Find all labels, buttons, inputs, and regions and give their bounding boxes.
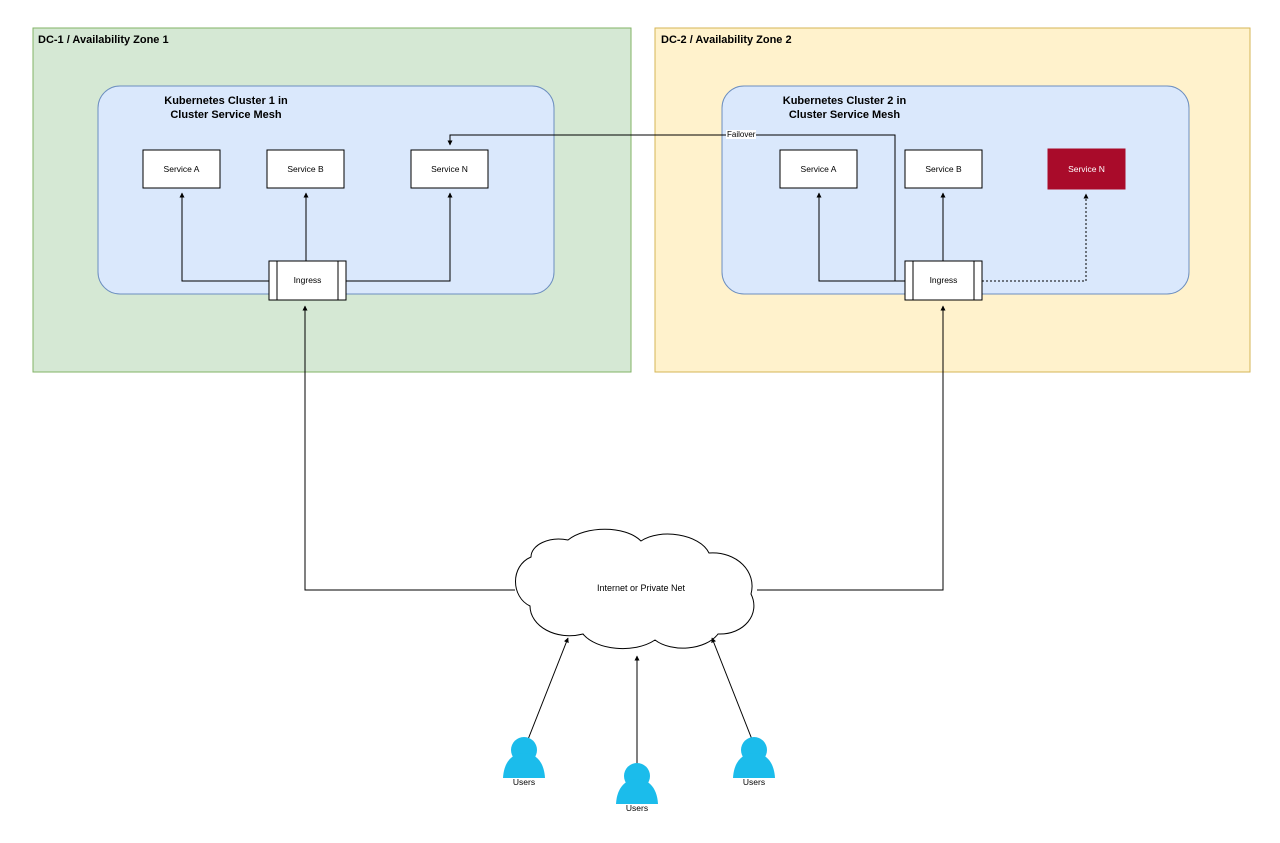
edge-ingress1-svcn1 <box>346 192 453 282</box>
cluster-2-title: Kubernetes Cluster 2 in Cluster Service … <box>727 94 962 122</box>
node-svc-n-2[interactable] <box>1047 148 1126 190</box>
edge-users-right-cloud <box>711 637 754 743</box>
actor-users-left-label: Users <box>512 777 536 787</box>
edge-ingress1-svca1 <box>179 192 269 282</box>
zone-dc1-label: DC-1 / Availability Zone 1 <box>38 34 169 46</box>
node-svc-a-1[interactable] <box>142 149 221 189</box>
edge-failover-label: Failover <box>726 130 757 139</box>
actor-users-right[interactable] <box>733 737 775 778</box>
edge-cloud-ingress1 <box>302 305 515 591</box>
actor-users-right-label: Users <box>742 777 766 787</box>
node-svc-a-2[interactable] <box>779 149 858 189</box>
edge-users-left-cloud <box>526 637 569 743</box>
cluster-2-title-line1: Kubernetes Cluster 2 in <box>782 95 907 107</box>
actor-users-left[interactable] <box>503 737 545 778</box>
node-ingress-1[interactable] <box>268 260 347 301</box>
edge-failover <box>447 134 896 281</box>
network-cloud[interactable] <box>515 528 755 650</box>
node-ingress-2[interactable] <box>904 260 983 301</box>
cluster-1-title: Kubernetes Cluster 1 in Cluster Service … <box>126 94 326 122</box>
node-svc-b-1[interactable] <box>266 149 345 189</box>
cluster-1-title-line2: Cluster Service Mesh <box>170 109 282 121</box>
cluster-1-title-line1: Kubernetes Cluster 1 in <box>164 95 288 107</box>
network-cloud-label: Internet or Private Net <box>596 583 686 593</box>
node-svc-b-2[interactable] <box>904 149 983 189</box>
edge-cloud-ingress2 <box>757 305 946 591</box>
actor-users-center-label: Users <box>625 803 649 813</box>
edge-ingress2-svcn2-dotted <box>982 193 1089 282</box>
actor-users-center[interactable] <box>616 763 658 804</box>
cluster-2-title-line2: Cluster Service Mesh <box>788 109 901 121</box>
node-svc-n-1[interactable] <box>410 149 489 189</box>
edge-ingress2-svca2 <box>816 192 905 282</box>
zone-dc2-label: DC-2 / Availability Zone 2 <box>661 34 792 46</box>
